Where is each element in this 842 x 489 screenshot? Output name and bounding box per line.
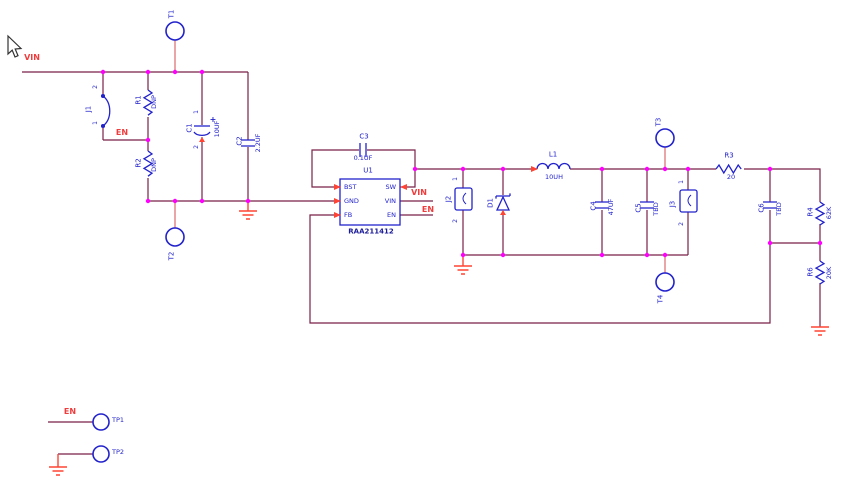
u1-ref: U1 [363, 166, 373, 175]
jumper-j1-symbol [100, 93, 111, 129]
capacitor-c5-symbol [640, 201, 654, 209]
ground-under-tp2 [49, 454, 67, 476]
u1-pin-en: EN [387, 210, 396, 219]
r2-ref: R2 [134, 158, 143, 168]
ground-symbols [49, 201, 829, 476]
u1-pin-fb: FB [344, 210, 353, 219]
capacitor-c1-symbol [193, 125, 211, 137]
testpoint-tp1-label: TP1 [112, 415, 125, 424]
testpoint-t3-label: T3 [654, 117, 663, 127]
r4-value: 62K [824, 206, 833, 220]
connector-j3-symbol [679, 189, 698, 213]
wire-layer [22, 71, 821, 455]
net-label-en-u1: EN [421, 205, 435, 214]
c5-value: TBD [651, 202, 660, 216]
junction-dots [100, 69, 823, 258]
u1-pin-bst: BST [344, 182, 357, 191]
r4-ref: R4 [806, 207, 815, 217]
j1-pin1-label: 1 [92, 121, 99, 125]
c1-ref: C1 [185, 123, 194, 133]
resistor-r6-symbol [814, 260, 826, 285]
d1-ref: D1 [486, 198, 495, 208]
testpoint-t1-label: T1 [167, 9, 176, 19]
testpoint-t4-circle [655, 272, 675, 292]
c3-ref: C3 [359, 132, 369, 141]
pin-arrow-markers [199, 137, 538, 218]
resistor-r4-symbol [814, 201, 826, 226]
r6-ref: R6 [806, 267, 815, 277]
j3-ref: J3 [668, 200, 677, 208]
c4-value: 47UF [606, 198, 615, 216]
capacitor-c3-symbol [359, 143, 367, 157]
ground-under-j2 [454, 255, 472, 275]
j1-ref: J1 [84, 105, 93, 113]
c1-plus-sign: + [209, 115, 217, 124]
net-label-en-tp1: EN [63, 407, 77, 416]
capacitor-c2-symbol [241, 139, 255, 147]
diode-d1-symbol [495, 193, 511, 211]
j2-pin1-label: 1 [452, 177, 459, 181]
net-label-en-jumper: EN [115, 128, 129, 137]
capacitor-c6-symbol [763, 201, 777, 209]
r1-ref: R1 [134, 95, 143, 105]
j3-pin2-label: 2 [678, 222, 685, 226]
testpoint-tp2-label: TP2 [112, 447, 125, 456]
j1-pin2-label: 2 [92, 85, 99, 89]
mouse-cursor [7, 34, 23, 58]
r2-value: DNP [149, 158, 158, 172]
c3-value: 0.1UF [353, 153, 373, 162]
resistor-r3-symbol [715, 163, 742, 175]
testpoint-t2-label: T2 [167, 251, 176, 261]
testpoint-tp2-circle [92, 445, 110, 463]
c2-value: 2.2UF [253, 133, 262, 153]
testpoint-t3-circle [655, 128, 675, 148]
c4-ref: C4 [589, 201, 598, 211]
testpoint-tp1-circle [92, 413, 110, 431]
inductor-l1-symbol [536, 162, 571, 170]
r1-value: DNP [149, 95, 158, 109]
j2-ref: J2 [444, 195, 453, 203]
c5-ref: C5 [634, 203, 643, 213]
c6-value: TBD [774, 202, 783, 216]
resistor-r1-symbol [142, 89, 154, 116]
testpoint-t2-circle [165, 227, 185, 247]
component-symbols [92, 21, 826, 463]
ic-u1-body [339, 178, 401, 226]
j3-pin1-label: 1 [678, 180, 685, 184]
r3-ref: R3 [724, 151, 734, 160]
u1-part-number: RAA211412 [348, 227, 394, 236]
r6-value: 20K [824, 266, 833, 280]
ground-under-r6 [811, 326, 829, 336]
net-label-vin-u1: VIN [411, 188, 427, 197]
c1-pin2-label: 2 [193, 145, 200, 149]
j2-pin2-label: 2 [452, 219, 459, 223]
testpoint-t1-circle [165, 21, 185, 41]
testpoint-stems [174, 40, 666, 273]
u1-pin-gnd: GND [344, 196, 359, 205]
capacitor-c4-symbol [595, 201, 609, 209]
resistor-r2-symbol [142, 150, 154, 177]
c2-ref: C2 [235, 136, 244, 146]
c6-ref: C6 [757, 203, 766, 213]
c1-pin1-label: 1 [193, 110, 200, 114]
testpoint-t4-label: T4 [656, 294, 665, 304]
net-label-vin-input: VIN [24, 53, 40, 62]
r3-value: 20 [726, 172, 736, 181]
l1-ref: L1 [548, 150, 558, 159]
connector-j2-symbol [454, 187, 473, 211]
u1-pin-sw: SW [385, 182, 396, 191]
u1-pin-vin: VIN [384, 196, 396, 205]
l1-value: 10UH [545, 172, 563, 181]
ground-under-c2 [239, 201, 257, 220]
